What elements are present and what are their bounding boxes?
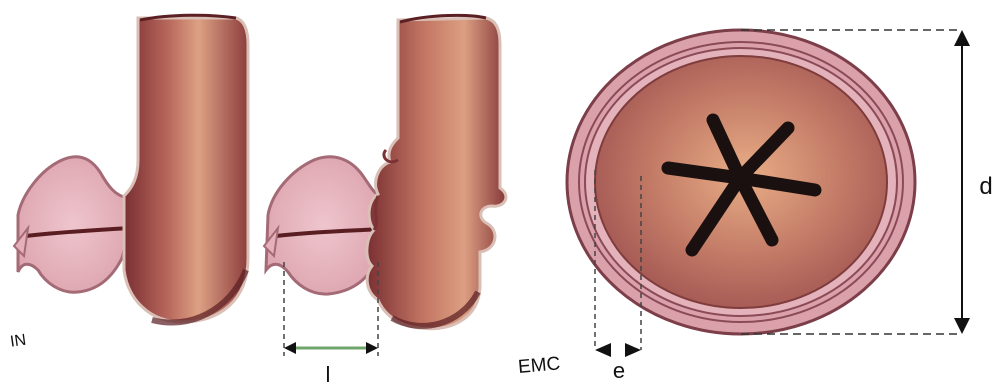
length-marker-label: l: [326, 362, 331, 385]
diameter-marker-label: d: [979, 173, 992, 200]
cross-section-figure: d e: [567, 30, 993, 383]
rectum-tube-right: [367, 18, 506, 329]
rectum-tube-left: [124, 18, 248, 322]
perineal-tissue-left: [18, 157, 128, 292]
thickness-marker-label: e: [613, 358, 625, 383]
normal-rectum-figure: IN: [9, 15, 248, 351]
watermark-left: IN: [9, 332, 27, 351]
watermark-center: EMC: [517, 353, 561, 378]
abnormal-rectum-figure: l: [264, 15, 506, 385]
perineal-tissue-right: [266, 157, 380, 294]
